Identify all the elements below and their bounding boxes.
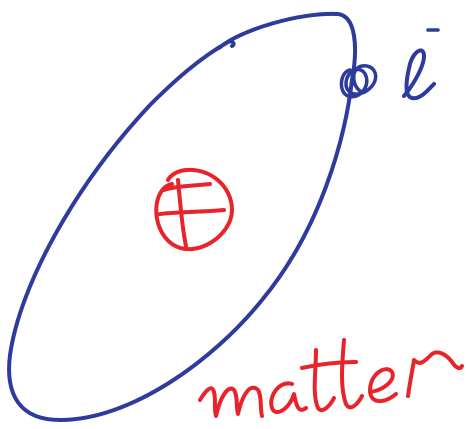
nucleus-charge-text: + <box>0 0 1 1</box>
electron-icon <box>341 66 375 97</box>
nucleus-icon: + <box>0 0 232 249</box>
caption-text: matter <box>0 0 4 1</box>
electron-label-text: e⁻ <box>0 0 2 1</box>
